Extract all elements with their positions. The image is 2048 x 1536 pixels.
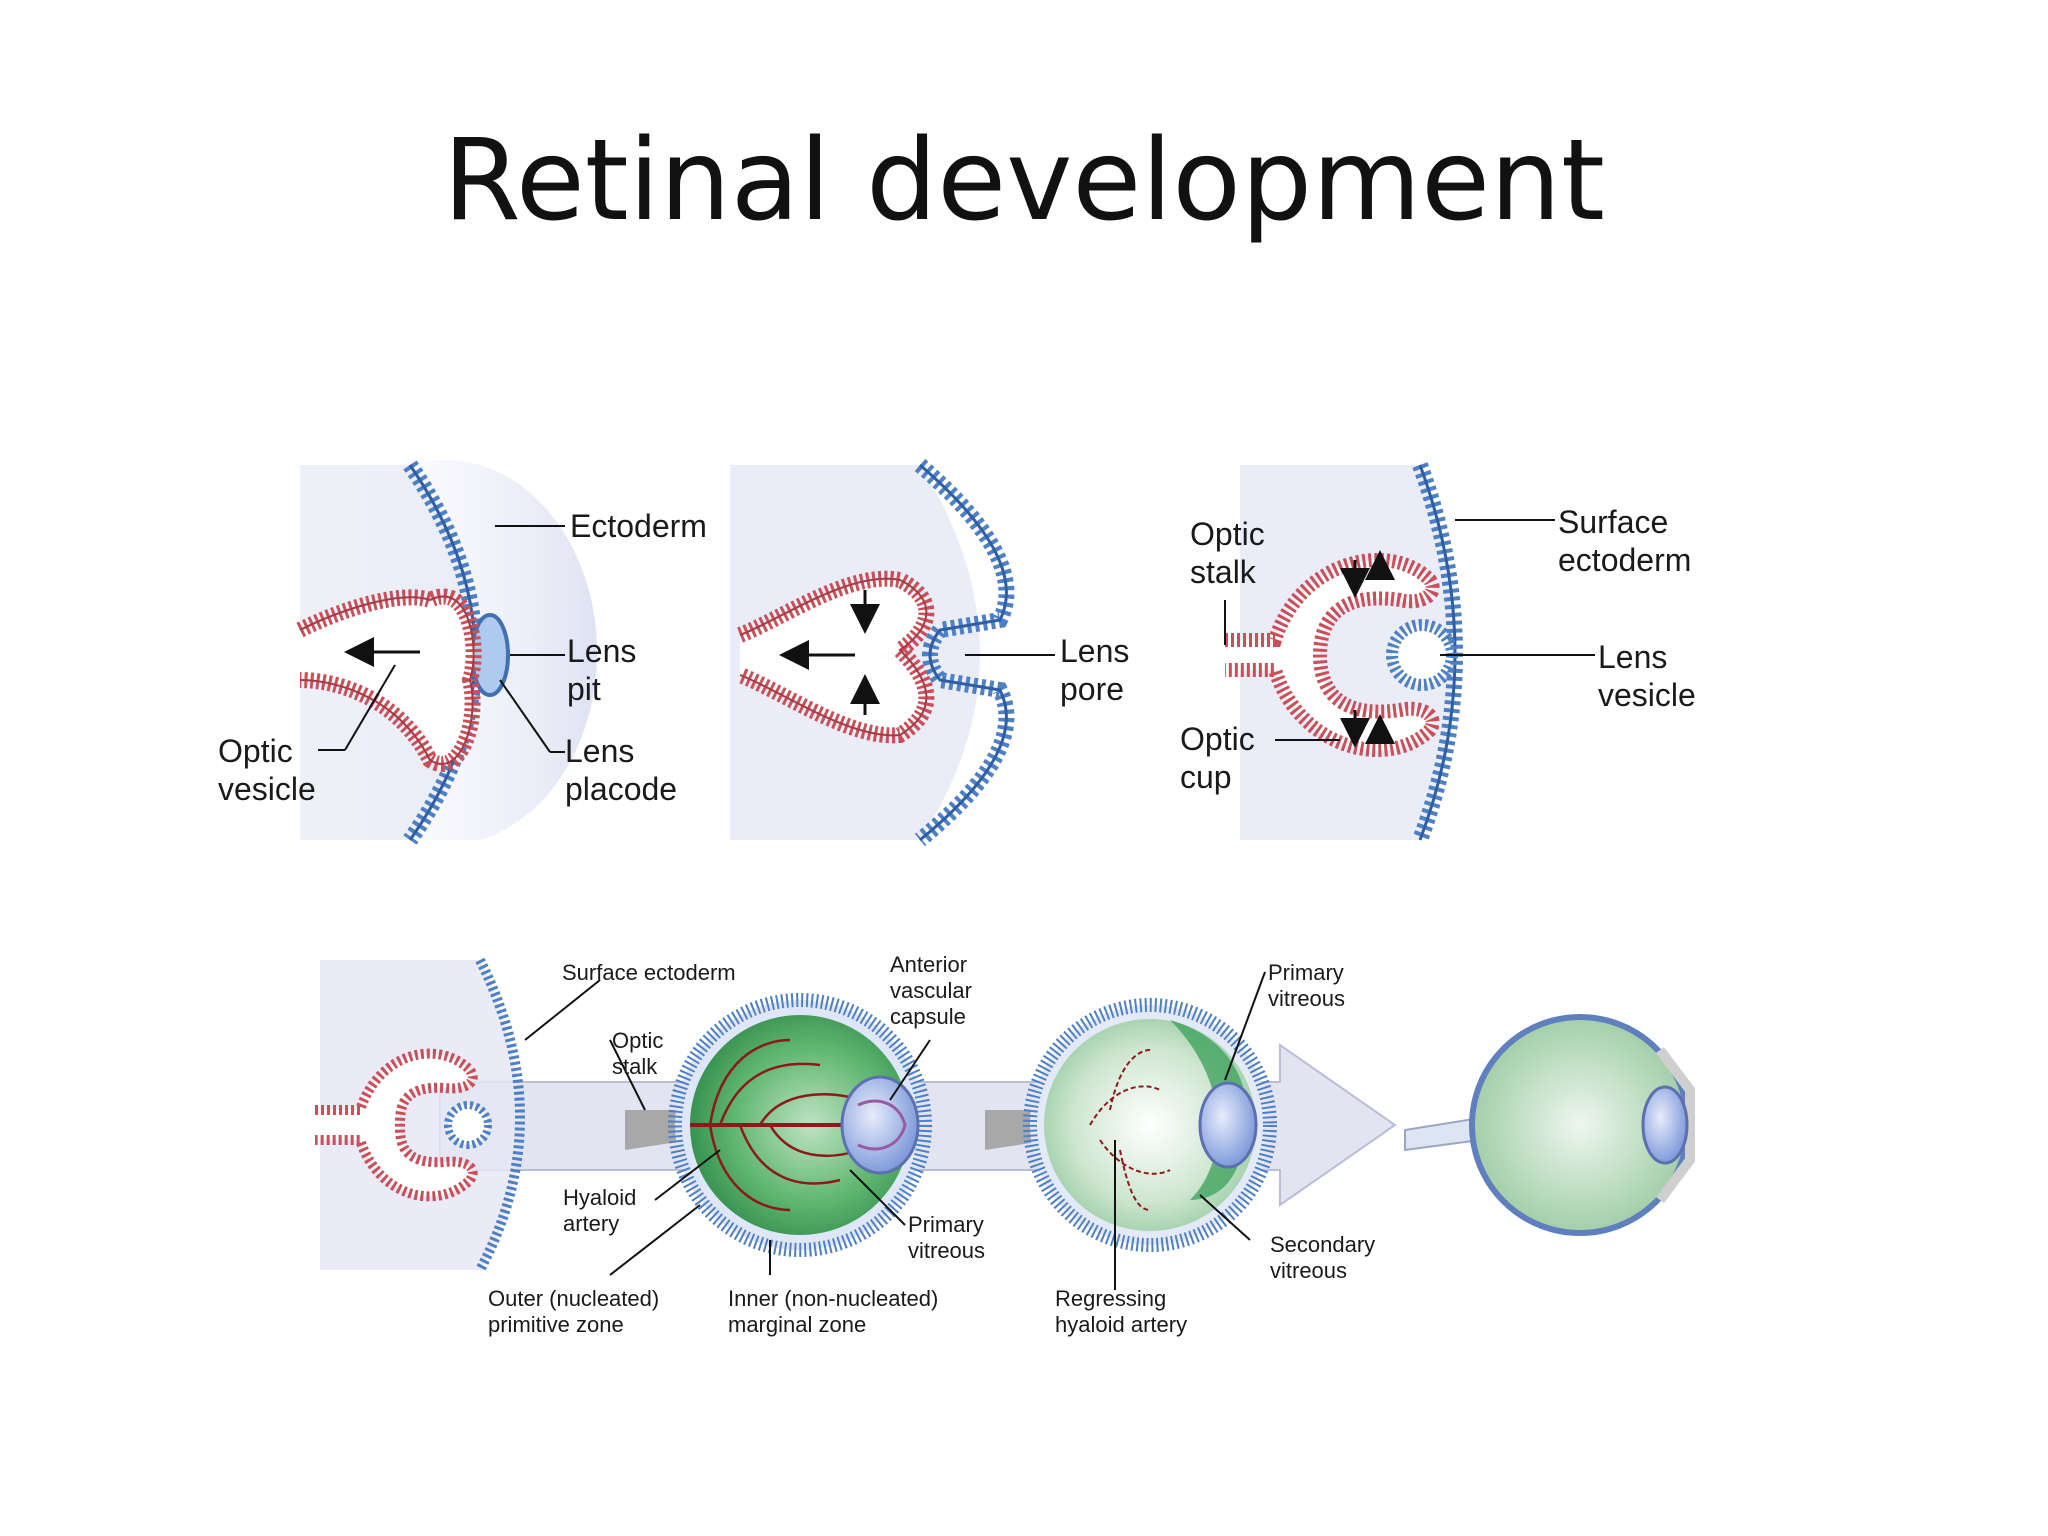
panel-optic-cup-bottom: Surface ectoderm (315, 957, 736, 1273)
label-optic-vesicle-1: Optic (218, 733, 293, 769)
label-anterior-2: vascular (890, 978, 972, 1003)
label-lens-pit-2: pit (567, 671, 601, 707)
label-inner-zone-2: marginal zone (728, 1312, 866, 1337)
label-optic-cup-1: Optic (1180, 721, 1255, 757)
optic-cup-shape (1225, 553, 1440, 757)
label-secondary-vitreous-1: Secondary (1270, 1232, 1375, 1257)
panel-primary-vitreous: Optic stalk Anterior vascular capsule Hy… (488, 952, 985, 1337)
label-lens-pit-1: Lens (567, 633, 636, 669)
label-optic-vesicle-2: vesicle (218, 771, 316, 807)
label-lens-placode-2: placode (565, 771, 677, 807)
panel-secondary-vitreous: Primary vitreous Secondary vitreous Regr… (985, 960, 1375, 1337)
label-lens-pore-2: pore (1060, 671, 1124, 707)
hyaloid-branches (708, 1038, 861, 1212)
lens-early (840, 1075, 920, 1175)
label-lens-vesicle-1: Lens (1598, 639, 1667, 675)
label-primary-vitreous-bottom-1: Primary (908, 1212, 984, 1237)
label-outer-zone-1: Outer (nucleated) (488, 1286, 659, 1311)
label-ectoderm: Ectoderm (570, 508, 707, 544)
label-optic-stalk-bottom-1: Optic (612, 1028, 663, 1053)
label-regressing-2: hyaloid artery (1055, 1312, 1187, 1337)
label-regressing-1: Regressing (1055, 1286, 1166, 1311)
label-hyaloid-2: artery (563, 1211, 619, 1236)
label-optic-stalk-bottom-2: stalk (612, 1054, 658, 1079)
label-surface-ectoderm-bottom: Surface ectoderm (562, 960, 736, 985)
label-optic-stalk-2: stalk (1190, 554, 1257, 590)
panel-mature-eye (1404, 1014, 1695, 1236)
label-optic-cup-2: cup (1180, 759, 1232, 795)
label-primary-vitreous-bottom-2: vitreous (908, 1238, 985, 1263)
panel-optic-cup: Optic stalk Surface ectoderm Lens vesicl… (1180, 462, 1696, 843)
optic-stalk-stub (625, 1110, 690, 1150)
label-surface-ectoderm-1: Surface (1558, 504, 1668, 540)
label-primary-vitreous-1: Primary (1268, 960, 1344, 985)
label-hyaloid-1: Hyaloid (563, 1185, 636, 1210)
label-inner-zone-1: Inner (non-nucleated) (728, 1286, 938, 1311)
label-outer-zone-2: primitive zone (488, 1312, 624, 1337)
label-primary-vitreous-2: vitreous (1268, 986, 1345, 1011)
label-optic-stalk-1: Optic (1190, 516, 1265, 552)
label-anterior-3: capsule (890, 1004, 966, 1029)
label-lens-vesicle-2: vesicle (1598, 677, 1696, 713)
label-secondary-vitreous-2: vitreous (1270, 1258, 1347, 1283)
label-surface-ectoderm-2: ectoderm (1558, 542, 1691, 578)
label-anterior-1: Anterior (890, 952, 967, 977)
panel-lens-pore: Lens pore (730, 458, 1129, 847)
label-lens-pore-1: Lens (1060, 633, 1129, 669)
slide-title: Retinal development (443, 116, 1605, 246)
label-lens-placode-1: Lens (565, 733, 634, 769)
panel-optic-vesicle: Ectoderm Lens pit Optic vesicle Lens pla… (218, 459, 707, 845)
